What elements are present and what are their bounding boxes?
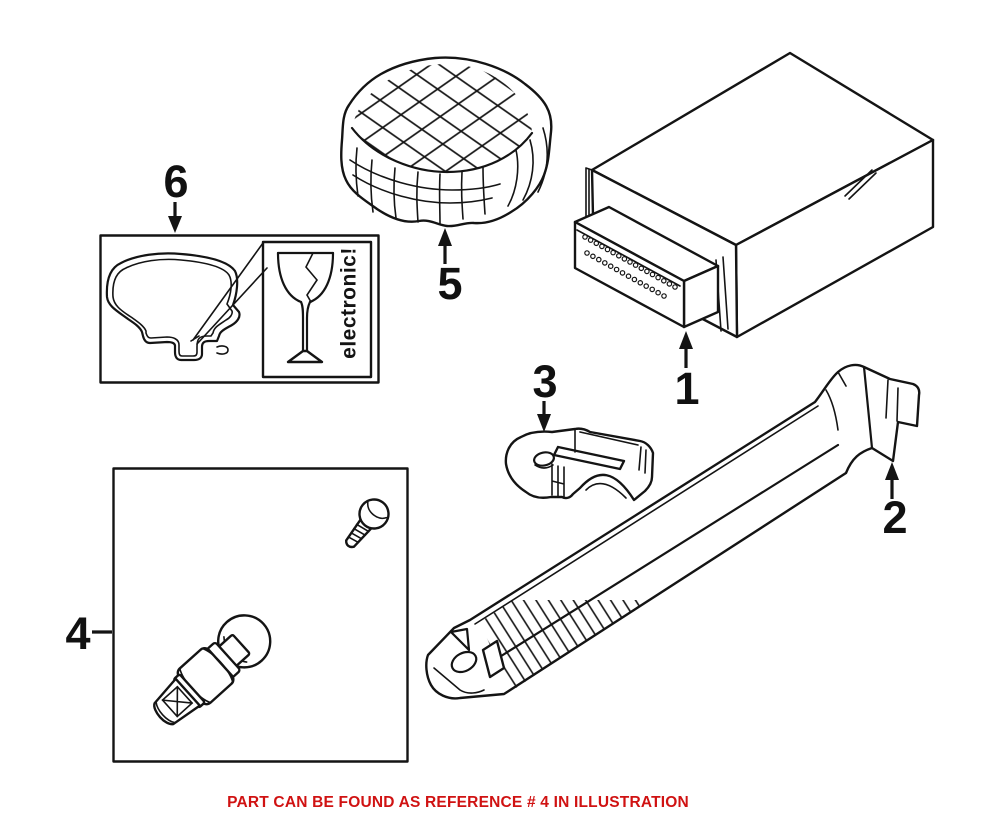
reference-caption: PART CAN BE FOUND AS REFERENCE # 4 IN IL… — [227, 794, 689, 811]
cracked-glass-icon — [276, 251, 335, 364]
arrow-down-icon — [537, 414, 551, 432]
ref-6-callout: 6 — [163, 156, 189, 233]
callout-wedge — [190, 242, 268, 345]
part-5-cap-drawing — [340, 56, 553, 228]
ref-label-3: 3 — [532, 356, 557, 407]
arrow-down-icon — [168, 216, 182, 233]
arrow-up-icon — [438, 228, 452, 246]
ref-label-1: 1 — [674, 363, 699, 414]
arrow-up-icon — [885, 462, 899, 480]
bracket-foot-hole — [450, 650, 478, 674]
part-2-bracket-drawing — [425, 363, 921, 700]
part-6-label-drawing: electronic! — [99, 234, 380, 384]
ref-5-callout: 5 — [437, 228, 463, 309]
arrow-up-icon — [679, 331, 693, 349]
rib-pattern — [480, 600, 844, 692]
ref-4-callout: 4 — [65, 608, 112, 659]
valve-screw — [345, 498, 390, 549]
ref-2-callout: 2 — [882, 462, 908, 543]
ref-label-4: 4 — [65, 608, 90, 659]
clip-hole — [533, 451, 555, 467]
connector-pins — [582, 234, 678, 299]
part-4-kit-drawing — [112, 467, 409, 763]
ref-label-5: 5 — [437, 258, 462, 309]
part-1-control-module-drawing — [573, 51, 935, 339]
part-3-clip-drawing — [504, 427, 655, 502]
ref-3-callout: 3 — [532, 356, 558, 432]
ref-label-2: 2 — [882, 492, 907, 543]
sticker-text: electronic! — [338, 247, 361, 359]
ref-label-6: 6 — [163, 156, 188, 207]
tire-sketch — [105, 252, 241, 362]
label-inner-panel — [261, 240, 373, 379]
valve-stem — [153, 614, 272, 726]
ref-1-callout: 1 — [674, 331, 700, 414]
